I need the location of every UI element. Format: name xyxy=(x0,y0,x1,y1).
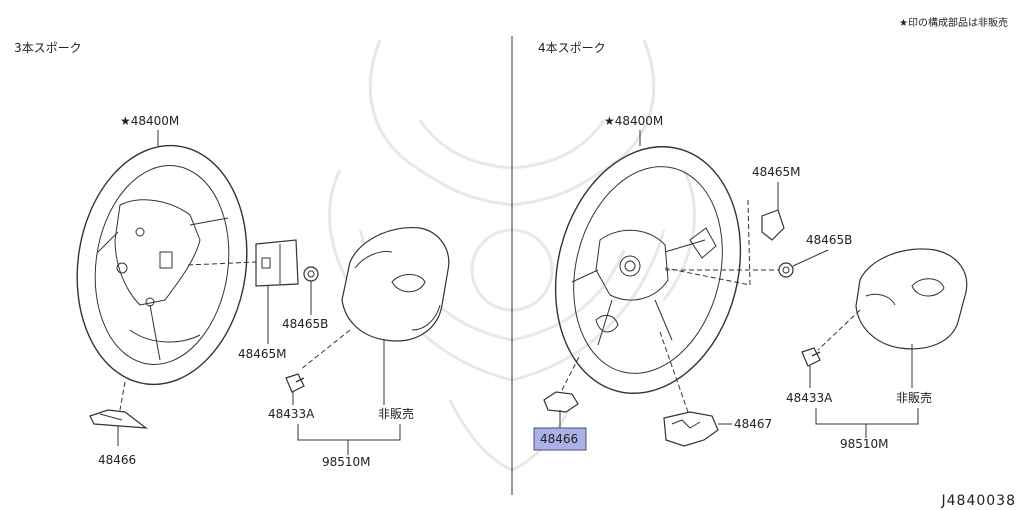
left-panel-title: 3本スポーク xyxy=(14,41,82,55)
left-airbag-label: 98510M xyxy=(322,455,371,469)
right-switch-label: 48465M xyxy=(752,165,801,179)
right-finisher-part xyxy=(663,411,719,447)
right-bolt-a-part xyxy=(801,347,821,367)
diagram-code: J4840038 xyxy=(941,493,1016,509)
right-airbag-module xyxy=(855,248,968,350)
left-cover-label: 48466 xyxy=(98,453,136,467)
right-steering-wheel xyxy=(554,146,742,394)
left-bolt-b-label: 48465B xyxy=(282,317,328,331)
right-cover-label[interactable]: 48466 xyxy=(540,432,578,446)
left-steering-wheel xyxy=(76,144,248,386)
right-bolt-b-part xyxy=(778,262,794,278)
right-bolt-a-label: 48433A xyxy=(786,391,833,405)
right-switch-part xyxy=(761,209,785,241)
highlight-box-48466[interactable] xyxy=(533,427,587,451)
right-cover-part xyxy=(543,391,579,413)
right-panel-title: 4本スポーク xyxy=(538,41,606,55)
right-bolt-b-label: 48465B xyxy=(806,233,852,247)
left-switch-part xyxy=(255,239,299,287)
right-airbag-label: 98510M xyxy=(840,437,889,451)
right-not-sold-label: 非販売 xyxy=(896,390,932,405)
not-sold-note: ★印の構成部品は非販売 xyxy=(899,16,1008,29)
right-wheel-label: ★48400M xyxy=(604,114,663,128)
left-wheel-label: ★48400M xyxy=(120,114,179,128)
left-airbag-module xyxy=(341,227,450,342)
left-bolt-b-part xyxy=(303,266,319,282)
left-bolt-a-part xyxy=(285,373,305,393)
left-bolt-a-label: 48433A xyxy=(268,407,315,421)
left-cover-part xyxy=(89,409,148,429)
left-not-sold-label: 非販売 xyxy=(378,406,414,421)
right-finisher-label: 48467 xyxy=(734,417,772,431)
left-switch-label: 48465M xyxy=(238,347,287,361)
